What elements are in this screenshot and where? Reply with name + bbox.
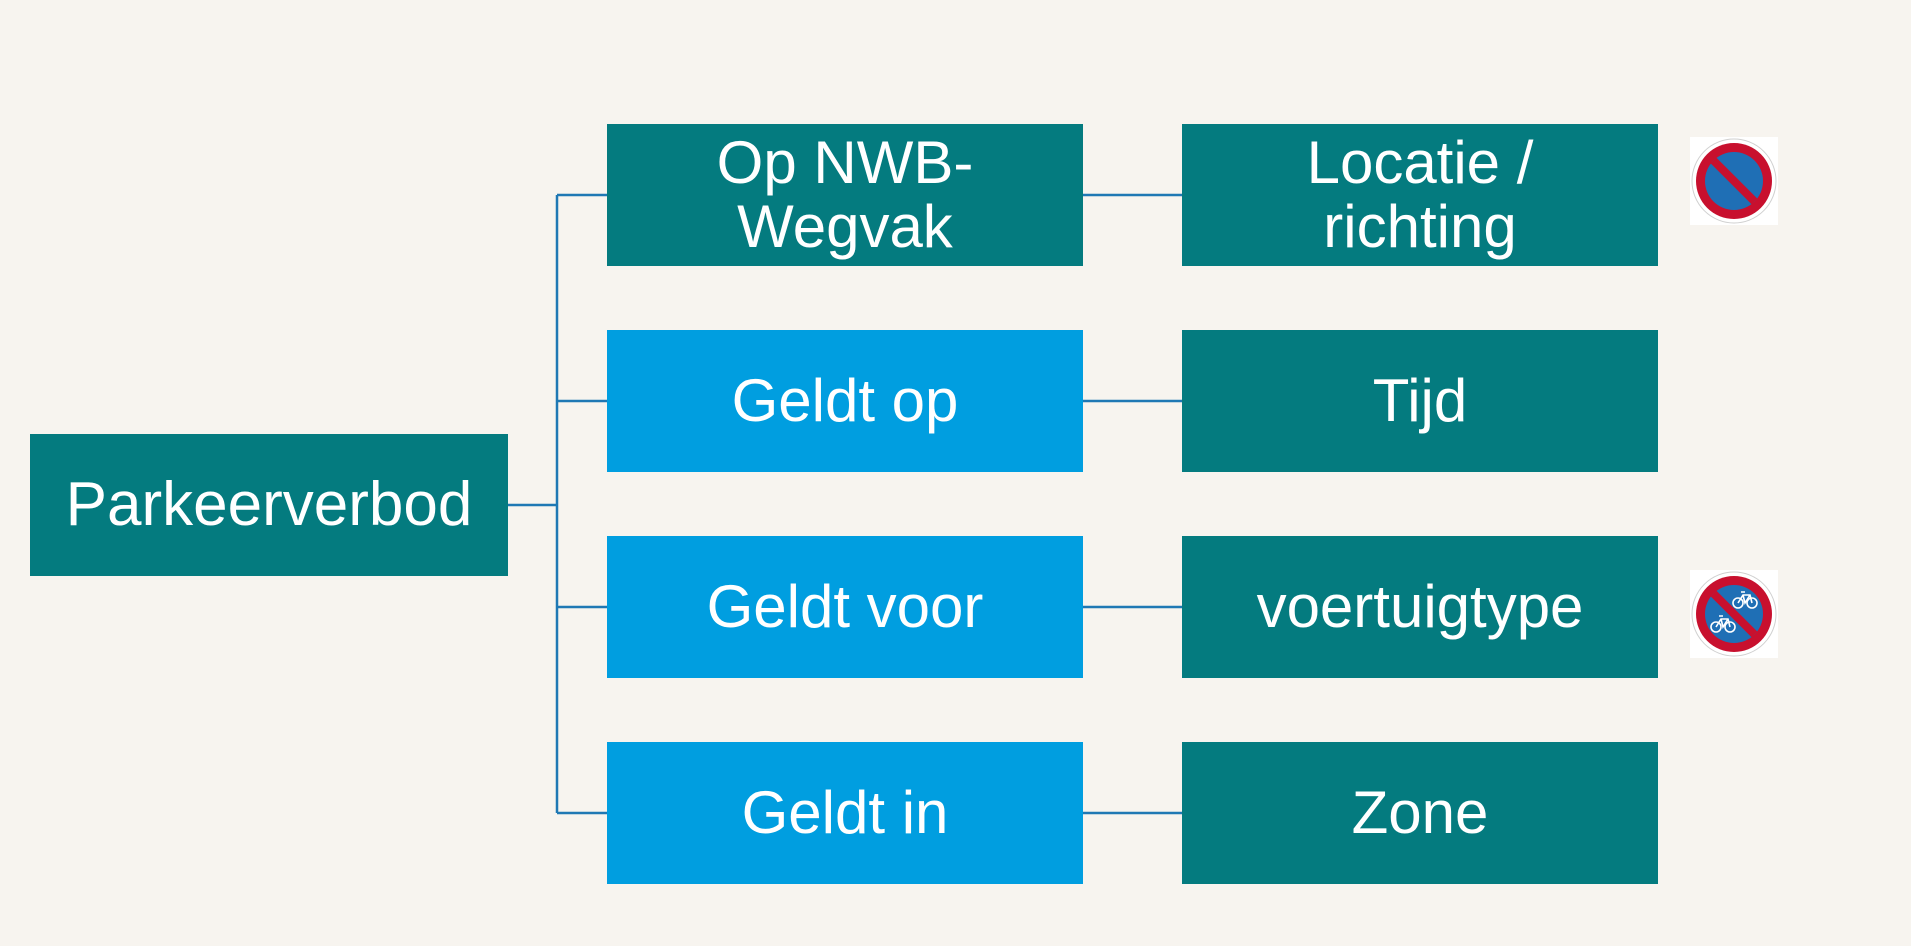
node-label: Geldt voor — [706, 573, 984, 640]
node-geldt-in: Geldt in — [607, 742, 1083, 884]
node-label: Zone — [1351, 779, 1489, 846]
node-op-nwb-wegvak: Op NWB- Wegvak — [607, 124, 1083, 266]
node-locatie-richting: Locatie / richting — [1182, 124, 1658, 266]
node-label: Geldt in — [741, 779, 949, 846]
node-tijd: Tijd — [1182, 330, 1658, 472]
bicycle-icon — [1732, 591, 1758, 609]
no-parking-bicycles-sign-icon — [1690, 570, 1778, 658]
node-label: Geldt op — [731, 367, 959, 434]
node-voertuigtype: voertuigtype — [1182, 536, 1658, 678]
node-geldt-voor: Geldt voor — [607, 536, 1083, 678]
node-label: voertuigtype — [1256, 573, 1584, 640]
node-label: Op NWB- Wegvak — [716, 129, 974, 260]
bicycle-icon — [1710, 615, 1736, 633]
node-label: Tijd — [1372, 367, 1468, 434]
node-geldt-op: Geldt op — [607, 330, 1083, 472]
root-node-label: Parkeerverbod — [65, 470, 473, 539]
no-parking-sign-icon — [1690, 137, 1778, 225]
node-label: Locatie / richting — [1306, 129, 1534, 260]
node-zone: Zone — [1182, 742, 1658, 884]
root-node-parkeerverbod: Parkeerverbod — [30, 434, 508, 576]
